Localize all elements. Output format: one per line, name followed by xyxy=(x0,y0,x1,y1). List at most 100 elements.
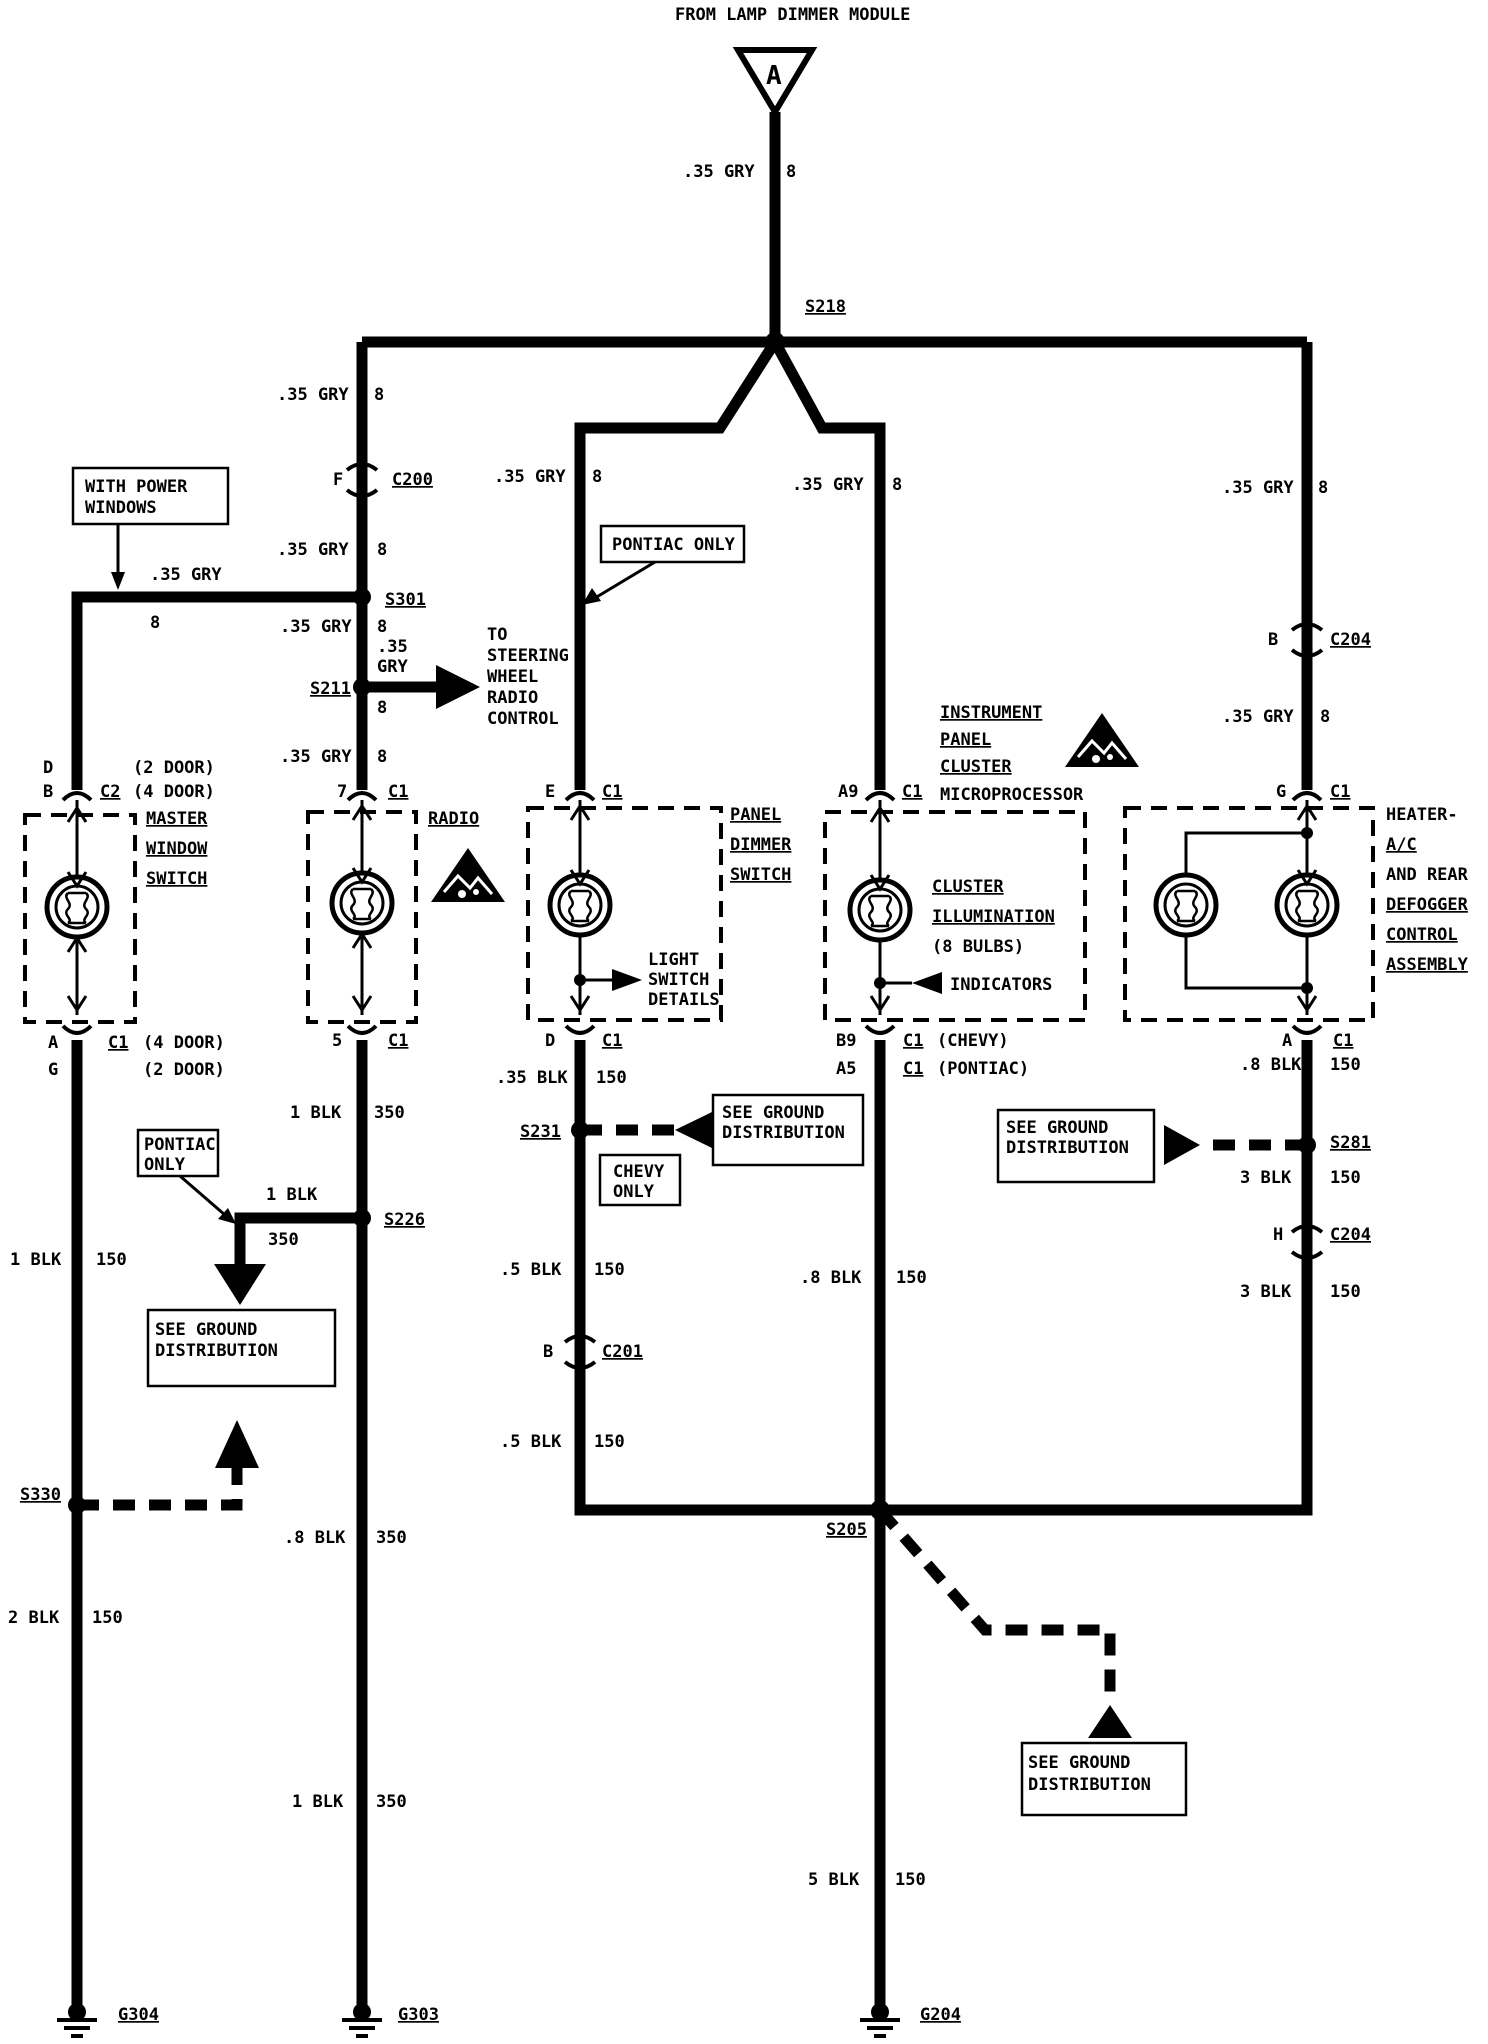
splice-s226 xyxy=(353,1209,371,1227)
component-label: HEATER- xyxy=(1386,805,1458,825)
component-label: PANEL xyxy=(940,730,991,750)
door-label: (2 DOOR) xyxy=(143,1060,225,1080)
ground-distribution-text: SEE GROUND xyxy=(1006,1118,1108,1138)
heater-ac-control-assembly xyxy=(1123,791,1375,1035)
circuit-label: 150 xyxy=(96,1250,127,1270)
connector-label: C2 xyxy=(100,782,120,802)
circuit-label: 150 xyxy=(596,1068,627,1088)
pin-label: A xyxy=(48,1033,58,1053)
master-window-switch xyxy=(23,791,137,1035)
c204-top-label: C204 xyxy=(1330,630,1371,650)
circuit-label: 350 xyxy=(376,1792,407,1812)
pin-label: A9 xyxy=(838,782,858,802)
wire-label: .5 BLK xyxy=(500,1432,562,1452)
ground-g303-label: G303 xyxy=(398,2005,439,2025)
circuit-label: 8 xyxy=(1320,707,1330,727)
s231-arrow-icon xyxy=(675,1112,712,1148)
connector-c204-bottom xyxy=(1290,1224,1324,1260)
wire-label: 1 BLK xyxy=(10,1250,62,1270)
instrument-panel-cluster xyxy=(823,791,1087,1035)
connector-label: C1 xyxy=(602,1031,622,1051)
wire-label: .35 BLK xyxy=(496,1068,568,1088)
splice-s281 xyxy=(1298,1136,1316,1154)
circuit-label: 8 xyxy=(150,613,160,633)
component-label: WINDOW xyxy=(146,839,208,859)
component-label: SWITCH xyxy=(730,865,791,885)
connector-label: C1 xyxy=(388,782,408,802)
note-text: ONLY xyxy=(144,1155,186,1175)
circuit-label: 8 xyxy=(377,617,387,637)
ground-distribution-text: DISTRIBUTION xyxy=(722,1123,845,1143)
note-pontiac-only-ground: PONTIAC ONLY xyxy=(136,1128,236,1224)
splice-s281-label: S281 xyxy=(1330,1133,1371,1153)
wire-label: .35 GRY xyxy=(1222,707,1294,727)
esd-icon xyxy=(429,846,507,904)
light-switch-label: LIGHT xyxy=(648,950,699,970)
ground-g304-label: G304 xyxy=(118,2005,159,2025)
wire-power-windows xyxy=(71,591,362,790)
splice-s211 xyxy=(353,678,371,696)
splice-s301-label: S301 xyxy=(385,590,426,610)
s205-arrow-icon xyxy=(1088,1705,1132,1738)
s226-arrow-icon xyxy=(214,1264,266,1305)
component-label: RADIO xyxy=(428,809,479,829)
wire-label: .8 BLK xyxy=(1240,1055,1302,1075)
ground-g304 xyxy=(55,2003,99,2038)
circuit-label: 8 xyxy=(377,540,387,560)
wire-label: .35 GRY xyxy=(683,162,755,182)
wire-label: 1 BLK xyxy=(290,1103,342,1123)
circuit-label: 8 xyxy=(892,475,902,495)
circuit-label: 150 xyxy=(1330,1282,1361,1302)
pin-label: 7 xyxy=(337,782,347,802)
note-chevy-only: CHEVY ONLY xyxy=(598,1153,682,1207)
circuit-label: 8 xyxy=(374,385,384,405)
ground-g204 xyxy=(858,2003,902,2038)
wire-pds-branch xyxy=(574,339,780,790)
note-text: WINDOWS xyxy=(85,498,157,518)
circuit-label: 350 xyxy=(374,1103,405,1123)
component-label: PANEL xyxy=(730,805,781,825)
component-label: ASSEMBLY xyxy=(1386,955,1469,975)
splice-s226-label: S226 xyxy=(384,1210,425,1230)
wire-label: .8 BLK xyxy=(284,1528,346,1548)
s330-arrow-icon xyxy=(215,1420,259,1468)
dash-s330 xyxy=(77,1460,243,1511)
connector-a-triangle xyxy=(732,47,818,118)
note-text: ONLY xyxy=(613,1182,655,1202)
wire-label: .35 GRY xyxy=(277,540,349,560)
splice-s231-label: S231 xyxy=(520,1122,561,1142)
splice-s218-label: S218 xyxy=(805,297,846,317)
circuit-label: 150 xyxy=(1330,1168,1361,1188)
pin-label: 5 xyxy=(332,1031,342,1051)
wire-label: 3 BLK xyxy=(1240,1168,1292,1188)
steering-arrow-icon xyxy=(436,665,480,709)
splice-s231 xyxy=(571,1121,589,1139)
connector-label: C1 xyxy=(1330,782,1350,802)
circuit-label: 8 xyxy=(786,162,796,182)
esd-icon xyxy=(1063,711,1141,769)
ground-distribution-text: DISTRIBUTION xyxy=(1006,1138,1129,1158)
component-label: INSTRUMENT xyxy=(940,703,1042,723)
note-pontiac-only: PONTIAC ONLY xyxy=(582,524,746,605)
splice-s205 xyxy=(870,1500,890,1520)
connector-label: C1 xyxy=(602,782,622,802)
c200-label: C200 xyxy=(392,470,433,490)
c200-pin: F xyxy=(333,470,343,490)
note-with-power-windows: WITH POWER WINDOWS xyxy=(71,466,230,590)
c204-top-pin: B xyxy=(1268,630,1278,650)
circuit-label: 150 xyxy=(594,1432,625,1452)
note-text: CHEVY xyxy=(613,1162,665,1182)
circuit-label: 8 xyxy=(377,747,387,767)
wire-label: .35 GRY xyxy=(150,565,222,585)
ground-distribution-text: DISTRIBUTION xyxy=(1028,1775,1151,1795)
connector-label: C1 xyxy=(1333,1031,1353,1051)
pin-label: A xyxy=(1282,1031,1292,1051)
ground-distribution-text: SEE GROUND xyxy=(155,1320,257,1340)
cluster-label: ILLUMINATION xyxy=(932,907,1055,927)
splice-s205-label: S205 xyxy=(826,1520,867,1540)
pin-label: D xyxy=(43,758,53,778)
wire-label: 5 BLK xyxy=(808,1870,860,1890)
connector-label: C1 xyxy=(108,1033,128,1053)
connector-c200 xyxy=(345,462,379,498)
